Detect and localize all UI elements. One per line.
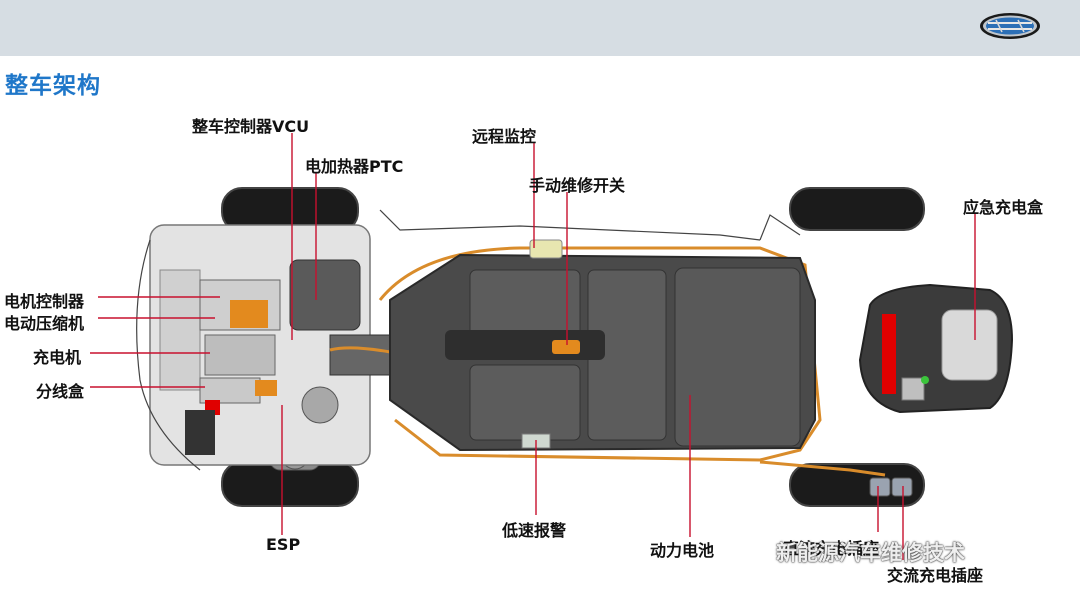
label-charger: 充电机 xyxy=(33,348,82,367)
label-ptc: 电加热器PTC xyxy=(305,157,404,176)
leader-lines xyxy=(90,133,976,560)
label-junction-box: 分线盒 xyxy=(36,382,85,401)
label-dc-socket: 直流充电插座 xyxy=(783,539,880,558)
lv-wires xyxy=(136,209,801,471)
wechat-icon xyxy=(752,543,775,563)
label-e-compressor: 电动压缩机 xyxy=(4,314,85,333)
label-remote-monitor: 远程监控 xyxy=(472,127,537,146)
label-battery: 动力电池 xyxy=(650,541,715,560)
rear-sockets xyxy=(869,477,913,497)
battery-pack xyxy=(389,239,816,452)
header-bar xyxy=(0,0,1080,56)
wheels xyxy=(221,187,925,507)
label-motor-controller: 电机控制器 xyxy=(4,292,85,311)
watermark: 新能源汽车维修技术 xyxy=(776,541,965,565)
label-esp: ESP xyxy=(266,535,301,554)
front-powertrain xyxy=(149,224,401,466)
hv-cables xyxy=(329,246,886,477)
label-low-speed-alarm: 低速报警 xyxy=(502,521,567,540)
label-ac-socket: 交流充电插座 xyxy=(887,566,984,585)
page-title: 整车架构 xyxy=(5,73,101,99)
emergency-charging-box xyxy=(858,283,1014,414)
label-emergency-box: 应急充电盒 xyxy=(963,198,1044,217)
label-service-switch: 手动维修开关 xyxy=(529,176,626,195)
label-vcu: 整车控制器VCU xyxy=(192,117,310,136)
geely-logo xyxy=(980,13,1040,39)
